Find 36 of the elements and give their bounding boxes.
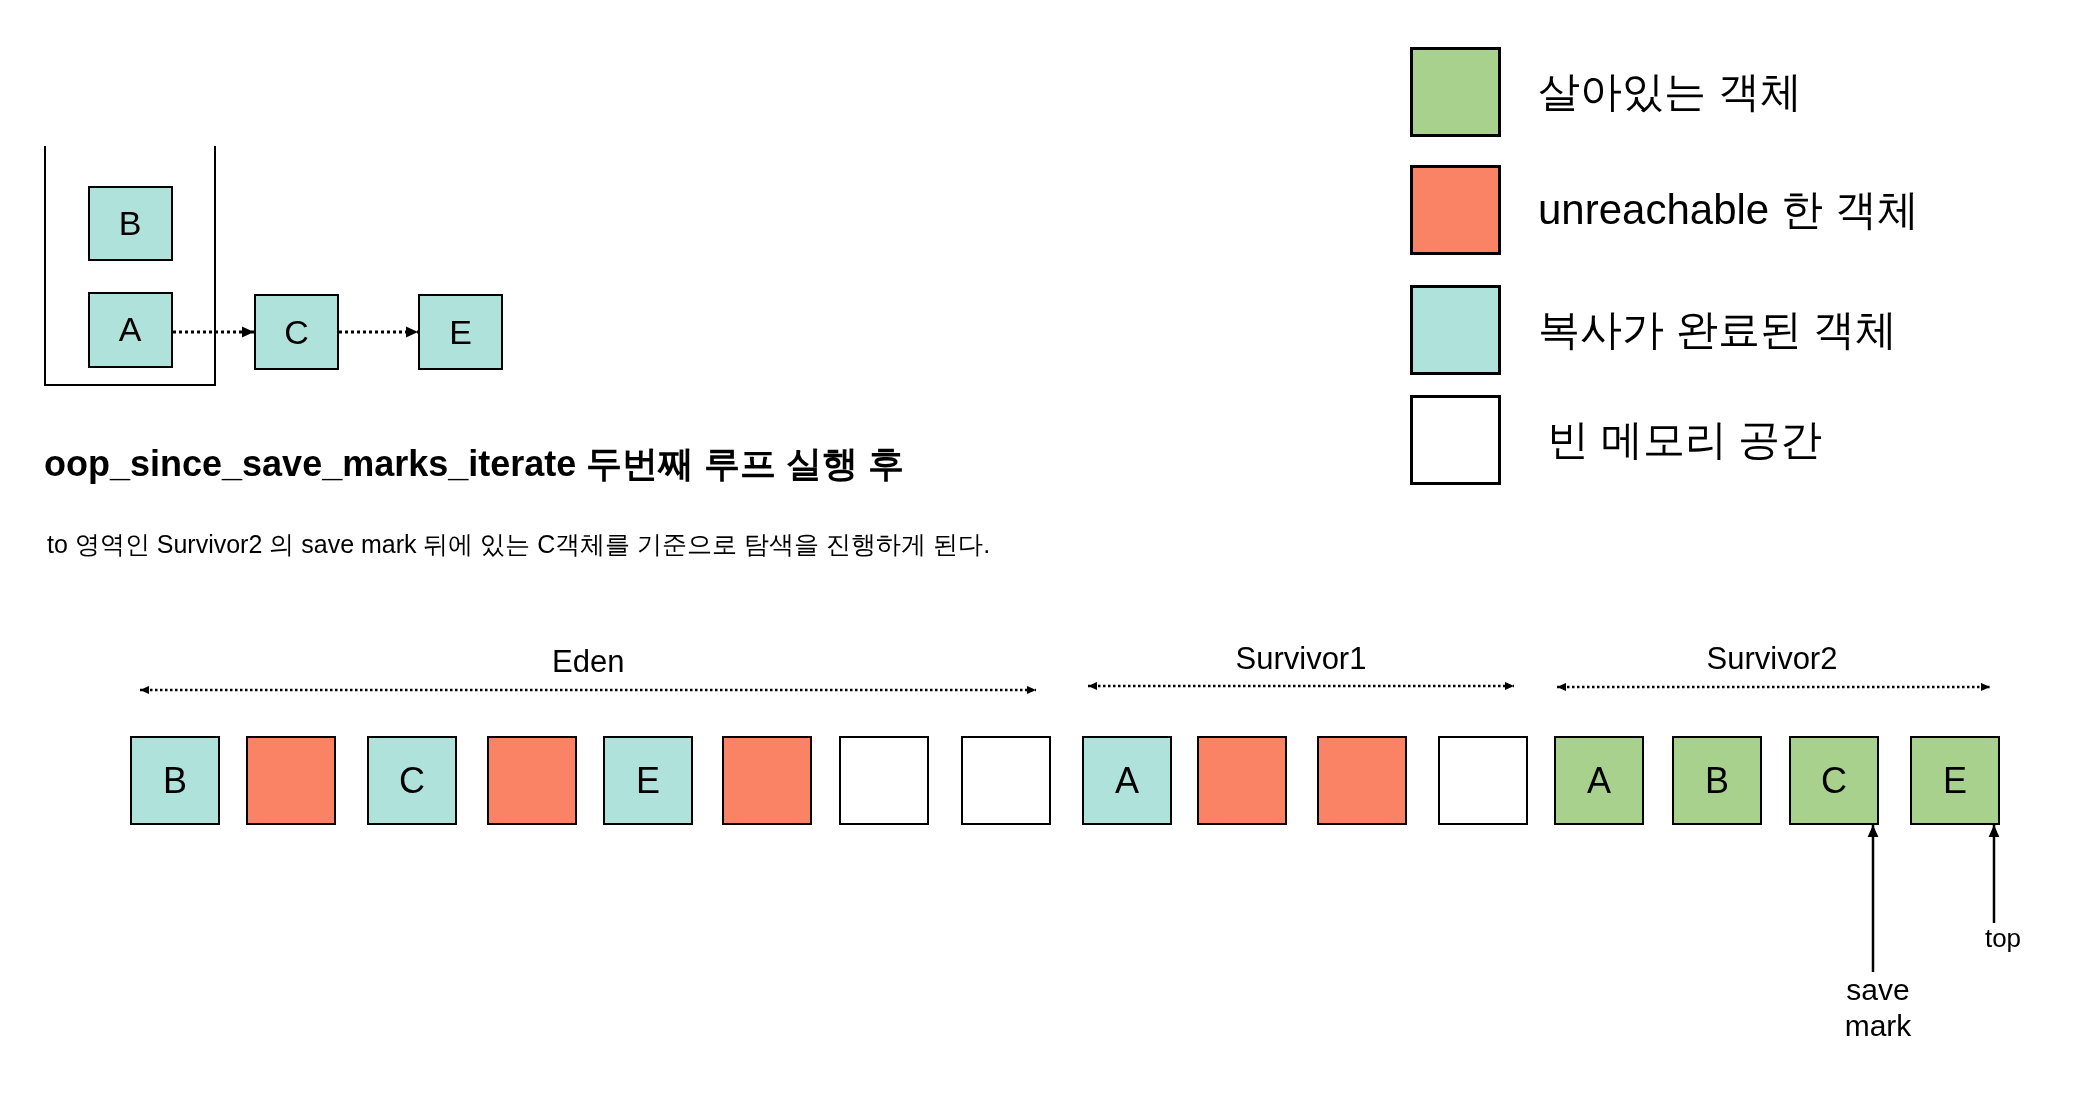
memory-cell	[961, 736, 1051, 825]
pointer-label: top	[1972, 923, 2034, 959]
region-label: Survivor2	[1706, 640, 1838, 678]
arrow	[173, 326, 254, 338]
legend-label: 살아있는 객체	[1538, 67, 1802, 117]
title: oop_since_save_marks_iterate 두번째 루프 실행 후	[44, 442, 905, 486]
memory-cell: E	[1910, 736, 2000, 825]
memory-cell	[1317, 736, 1407, 825]
memory-cell	[487, 736, 577, 825]
pointer-label: save mark	[1828, 972, 1928, 1050]
object-box: C	[254, 294, 339, 370]
legend-label: 빈 메모리 공간	[1547, 415, 1823, 465]
memory-cell	[1197, 736, 1287, 825]
memory-cell: B	[130, 736, 220, 825]
leader-arrow	[1988, 825, 2000, 923]
memory-cell	[1438, 736, 1528, 825]
description-text: to 영역인 Survivor2 의 save mark 뒤에 있는 C객체를 기준으로 탐색을 진행하게 된다.	[47, 529, 991, 559]
legend-label: 복사가 완료된 객체	[1538, 305, 1898, 355]
memory-cell: C	[1789, 736, 1879, 825]
memory-cell: A	[1082, 736, 1172, 825]
memory-cell: E	[603, 736, 693, 825]
memory-cell	[722, 736, 812, 825]
memory-cell	[839, 736, 929, 825]
object-box: B	[87, 185, 173, 261]
arrow	[339, 326, 418, 338]
object-box: A	[87, 291, 173, 368]
memory-cell: C	[367, 736, 457, 825]
region-label: Eden	[552, 643, 625, 681]
region-label: Survivor1	[1235, 640, 1367, 678]
leader-arrow	[1867, 825, 1879, 972]
stack-frame	[44, 146, 216, 386]
object-box: E	[418, 294, 503, 370]
memory-cell	[246, 736, 336, 825]
legend-label: unreachable 한 객체	[1538, 185, 1919, 235]
memory-cell: B	[1672, 736, 1762, 825]
memory-cell: A	[1554, 736, 1644, 825]
